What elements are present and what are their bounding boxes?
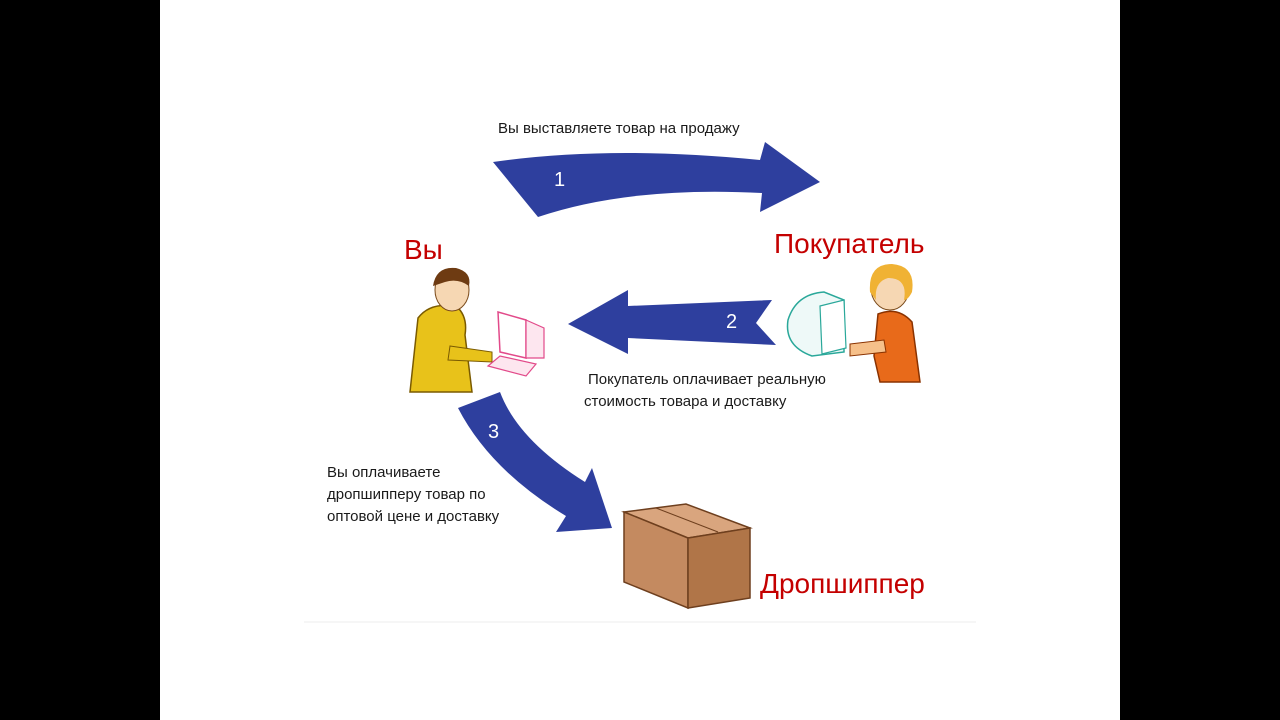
person-buyer-icon xyxy=(849,264,921,383)
arrow-step-2 xyxy=(568,290,776,354)
monitor-buyer-icon xyxy=(786,291,847,357)
cardboard-box-icon xyxy=(621,503,753,610)
caption-step-3-line-3: оптовой цене и доставку xyxy=(327,508,500,525)
role-label-buyer: Покупатель xyxy=(774,228,925,259)
role-label-dropshipper: Дропшиппер xyxy=(760,568,925,599)
step-number-1: 1 xyxy=(554,169,566,191)
caption-step-2-line-2: стоимость товара и доставку xyxy=(584,393,787,410)
step-number-3: 3 xyxy=(488,421,500,443)
step-number-2: 2 xyxy=(726,311,738,333)
caption-step-2-line-1: Покупатель оплачивает реальную xyxy=(588,371,826,388)
arrow-step-3 xyxy=(458,392,612,532)
role-label-you: Вы xyxy=(404,234,443,265)
monitor-you-icon xyxy=(486,310,545,377)
caption-step-3-line-2: дропшипперу товар по xyxy=(327,486,486,503)
diagram-canvas xyxy=(304,142,976,623)
arrow-step-1 xyxy=(493,142,820,217)
caption-step-1: Вы выставляете товар на продажу xyxy=(498,120,740,137)
slide: 1 2 3 Вы Покупатель Дропшиппер Вы выстав… xyxy=(160,0,1120,720)
person-you-icon xyxy=(409,267,493,393)
caption-step-3-line-1: Вы оплачиваете xyxy=(327,464,441,481)
